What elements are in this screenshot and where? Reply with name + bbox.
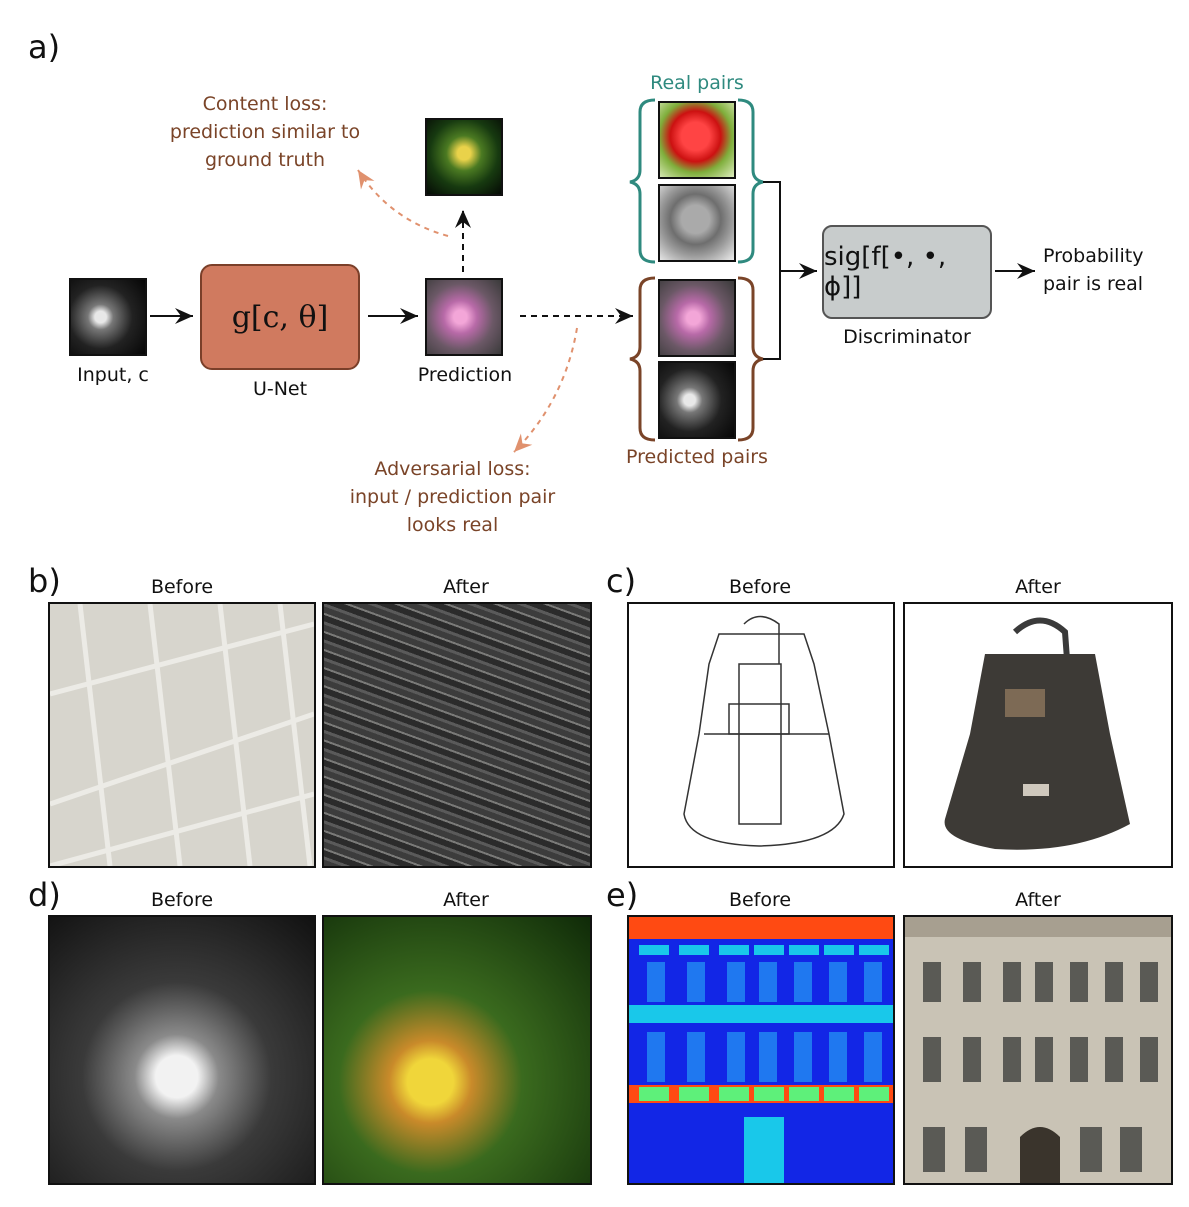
e-before-label: Before xyxy=(728,889,792,911)
content-loss-line2: prediction similar to xyxy=(169,121,361,143)
e-after-label: After xyxy=(1015,889,1061,911)
predicted-pairs-right-brace xyxy=(737,276,764,442)
c-before-image xyxy=(627,602,895,868)
d-before-label: Before xyxy=(150,889,214,911)
adversarial-loss-line1: Adversarial loss: xyxy=(374,458,531,480)
predicted-pair-color-image xyxy=(658,279,736,357)
diagram-connectors xyxy=(150,98,1035,453)
input-image xyxy=(69,278,147,356)
predicted-pairs-left-brace xyxy=(629,276,656,442)
c-after-label: After xyxy=(1015,576,1061,598)
c-before-label: Before xyxy=(728,576,792,598)
b-after-image xyxy=(322,602,592,868)
e-after-image xyxy=(903,915,1173,1185)
content-loss-line3: ground truth xyxy=(204,149,326,171)
adversarial-loss-line3: looks real xyxy=(406,514,499,536)
input-label: Input, c xyxy=(77,364,149,386)
adversarial-loss-arrow xyxy=(513,327,578,453)
c-after-image xyxy=(903,602,1173,868)
real-pair-color-image xyxy=(658,101,736,179)
output-line1: Probability xyxy=(1043,245,1144,267)
real-pairs-label: Real pairs xyxy=(650,72,744,94)
content-loss-text: Content loss: prediction similar to grou… xyxy=(160,90,370,174)
real-pairs-right-brace xyxy=(737,98,764,264)
discriminator-formula: sig[f[•, •, ϕ]] xyxy=(824,242,947,302)
unet-box: g[c, θ] xyxy=(200,264,360,370)
d-before-image xyxy=(48,915,316,1185)
discriminator-label: Discriminator xyxy=(843,326,971,348)
b-before-image xyxy=(48,602,316,868)
real-pair-gray-image xyxy=(658,184,736,262)
b-map-streets xyxy=(50,604,314,866)
panel-label-d: d) xyxy=(28,876,61,914)
b-after-label: After xyxy=(443,576,489,598)
e-before-image xyxy=(627,915,895,1185)
real-pairs-left-brace xyxy=(629,98,656,264)
d-after-label: After xyxy=(443,889,489,911)
e-facade-labels xyxy=(629,917,893,1183)
panel-label-b: b) xyxy=(28,562,61,600)
discriminator-box: sig[f[•, •, ϕ]] xyxy=(822,225,992,319)
ground-truth-image xyxy=(425,118,503,196)
b-before-label: Before xyxy=(150,576,214,598)
panel-label-e: e) xyxy=(606,876,639,914)
prediction-label: Prediction xyxy=(417,364,513,386)
predicted-pair-gray-image xyxy=(658,361,736,439)
panel-label-c: c) xyxy=(606,562,637,600)
e-facade-photo xyxy=(905,917,1171,1183)
output-line2: pair is real xyxy=(1043,273,1144,295)
c-backpack-sketch xyxy=(683,615,845,847)
predicted-pairs-label: Predicted pairs xyxy=(626,446,768,468)
unet-formula: g[c, θ] xyxy=(231,299,329,335)
pairs-bracket xyxy=(763,181,781,360)
content-loss-line1: Content loss: xyxy=(202,93,328,115)
unet-label: U-Net xyxy=(252,378,308,400)
output-text: Probability pair is real xyxy=(1043,242,1143,298)
content-loss-arrow xyxy=(357,169,449,237)
c-backpack-photo xyxy=(944,617,1130,850)
panel-label-a: a) xyxy=(28,28,61,66)
d-after-image xyxy=(322,915,592,1185)
adversarial-loss-text: Adversarial loss: input / prediction pai… xyxy=(340,455,565,539)
adversarial-loss-line2: input / prediction pair xyxy=(349,486,556,508)
prediction-image xyxy=(425,278,503,356)
